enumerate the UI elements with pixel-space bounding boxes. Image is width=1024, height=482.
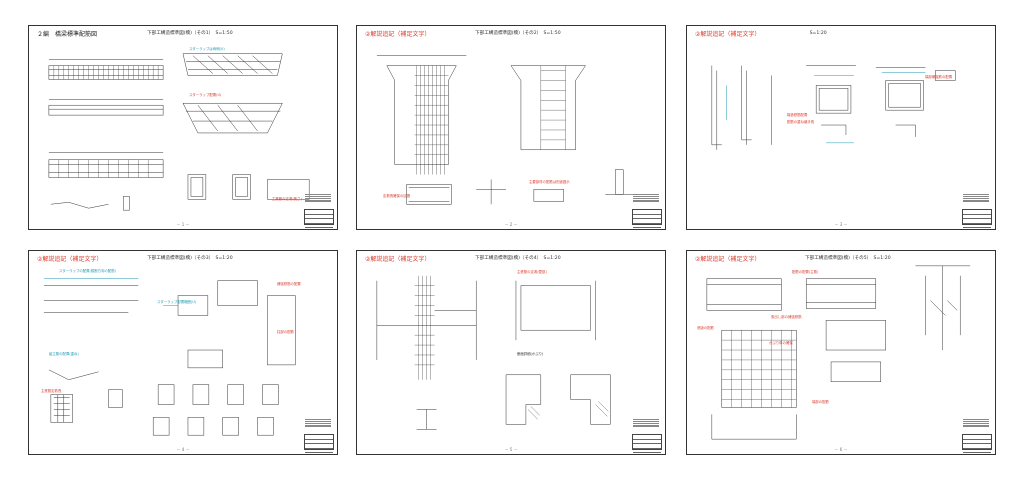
general-notes bbox=[305, 418, 331, 430]
annotation-note: スターラップ配置(U) bbox=[189, 93, 222, 97]
annotation-note: 柱部の配筋 bbox=[277, 330, 294, 334]
rebar-drawing-4 bbox=[43, 278, 296, 436]
general-notes bbox=[633, 193, 659, 205]
annotation-note: 端部補強筋の配置 bbox=[925, 75, 953, 79]
annotation-note: 主要部材の配筋は別途図示 bbox=[529, 180, 570, 184]
title-block bbox=[304, 434, 334, 453]
rebar-drawing-5 bbox=[376, 275, 611, 430]
annotation-note: 底版の配筋 bbox=[697, 326, 714, 330]
annotation-note: 構造鉄筋配置 bbox=[787, 113, 808, 117]
sheet-title: ②解説追記（補足文字） bbox=[695, 31, 761, 38]
drawing-scale: S=1:20 bbox=[873, 256, 891, 261]
annotation-note: スターラップの配置(縦断方向の配筋) bbox=[59, 269, 116, 273]
annotation-note: 配筋の重ね継手長 bbox=[787, 120, 815, 124]
general-notes bbox=[305, 193, 331, 205]
drawing-title: 下部工構造標準図(橋)（その3） S=1:20 bbox=[147, 255, 233, 261]
sheet-title: ２編 橋梁標準配筋図 bbox=[37, 31, 98, 38]
sheet-title: ②解説追記（補足文字） bbox=[365, 256, 431, 263]
annotation-note: 組立筋の配置(重ね) bbox=[49, 352, 79, 356]
annotation-note: 主鉄筋定着長 bbox=[41, 389, 62, 393]
annotation-note: 端部の配筋 bbox=[812, 400, 829, 404]
drawing-title-text: 下部工構造標準図(橋)（その3） bbox=[147, 256, 211, 261]
annotation-note: 断面詳細(かぶり) bbox=[517, 352, 544, 356]
page-number: － 1 － bbox=[176, 222, 190, 227]
annotation-note: 配筋の配置(主筋) bbox=[792, 270, 819, 274]
title-block bbox=[962, 209, 992, 228]
annotation-note: 主鉄筋の定着(長さ) bbox=[272, 197, 302, 201]
drawing-sheet-1[interactable]: ２編 橋梁標準配筋図 下部工構造標準図(橋)（その1） S=1:50 スターラッ… bbox=[28, 25, 338, 230]
drawing-title: S=1:20 bbox=[805, 30, 827, 36]
page-number: － 2 － bbox=[504, 222, 518, 227]
general-notes bbox=[963, 418, 989, 430]
rebar-drawing-3 bbox=[711, 65, 956, 150]
sheet-title: ②解説追記（補足文字） bbox=[695, 256, 761, 263]
drawing-sheet-6[interactable]: ②解説追記（補足文字） 下部工構造標準図(橋)（その5） S=1:20 配筋の配… bbox=[686, 250, 996, 455]
drawing-title: 下部工構造標準図(橋)（その5） S=1:20 bbox=[805, 255, 891, 261]
drawing-title-text: 下部工構造標準図(橋)（その1） bbox=[147, 31, 211, 36]
page-number: － 4 － bbox=[176, 447, 190, 452]
annotation-note: スターラップ配置範囲(U) bbox=[157, 300, 197, 304]
drawing-scale: S=1:50 bbox=[215, 31, 233, 36]
drawing-title: 下部工構造標準図(橋)（その2） S=1:50 bbox=[475, 30, 561, 36]
rebar-drawing-2 bbox=[376, 55, 634, 205]
annotation-note: かぶり厚の確保 bbox=[769, 341, 793, 345]
drawing-title-text: 下部工構造標準図(橋)（その4） bbox=[475, 256, 539, 261]
drawing-title-text: 下部工構造標準図(橋)（その5） bbox=[805, 256, 869, 261]
title-block bbox=[962, 434, 992, 453]
annotation-note: 主鉄筋の定着(壁部) bbox=[517, 270, 547, 274]
title-block bbox=[632, 209, 662, 228]
sheet-title: ②解説追記（補足文字） bbox=[365, 31, 431, 38]
title-block bbox=[632, 434, 662, 453]
annotation-note: スターラップは両側(U) bbox=[189, 47, 225, 51]
drawing-scale: S=1:50 bbox=[543, 31, 561, 36]
drawing-title-text: 下部工構造標準図(橋)（その2） bbox=[475, 31, 539, 36]
drawing-sheet-3[interactable]: ②解説追記（補足文字） S=1:20 構造鉄筋配置 配筋の重ね継手長 端部補強筋… bbox=[686, 25, 996, 230]
drawing-title: 下部工構造標準図(橋)（その4） S=1:20 bbox=[475, 255, 561, 261]
drawing-scale: S=1:20 bbox=[543, 256, 561, 261]
drawing-scale: S=1:20 bbox=[215, 256, 233, 261]
drawing-title: 下部工構造標準図(橋)（その1） S=1:50 bbox=[147, 30, 233, 36]
page-number: － 3 － bbox=[834, 222, 848, 227]
rebar-drawing-1 bbox=[48, 53, 310, 211]
general-notes bbox=[633, 418, 659, 430]
drawing-scale: S=1:20 bbox=[809, 31, 827, 36]
page-number: － 5 － bbox=[504, 447, 518, 452]
annotation-note: 張出し部の補強鉄筋 bbox=[771, 315, 802, 319]
drawing-sheet-2[interactable]: ②解説追記（補足文字） 下部工構造標準図(橋)（その2） S=1:50 主要部材… bbox=[356, 25, 666, 230]
general-notes bbox=[963, 193, 989, 205]
rebar-drawing-6 bbox=[706, 265, 971, 440]
annotation-note: 補強鉄筋の配置 bbox=[277, 282, 301, 286]
sheet-title: ②解説追記（補足文字） bbox=[37, 256, 103, 263]
page-number: － 6 － bbox=[834, 447, 848, 452]
annotation-note: 定着長確保の区間 bbox=[383, 194, 411, 198]
drawing-sheet-4[interactable]: ②解説追記（補足文字） 下部工構造標準図(橋)（その3） S=1:20 スターラ… bbox=[28, 250, 338, 455]
drawing-sheet-5[interactable]: ②解説追記（補足文字） 下部工構造標準図(橋)（その4） S=1:20 主鉄筋の… bbox=[356, 250, 666, 455]
title-block bbox=[304, 209, 334, 228]
